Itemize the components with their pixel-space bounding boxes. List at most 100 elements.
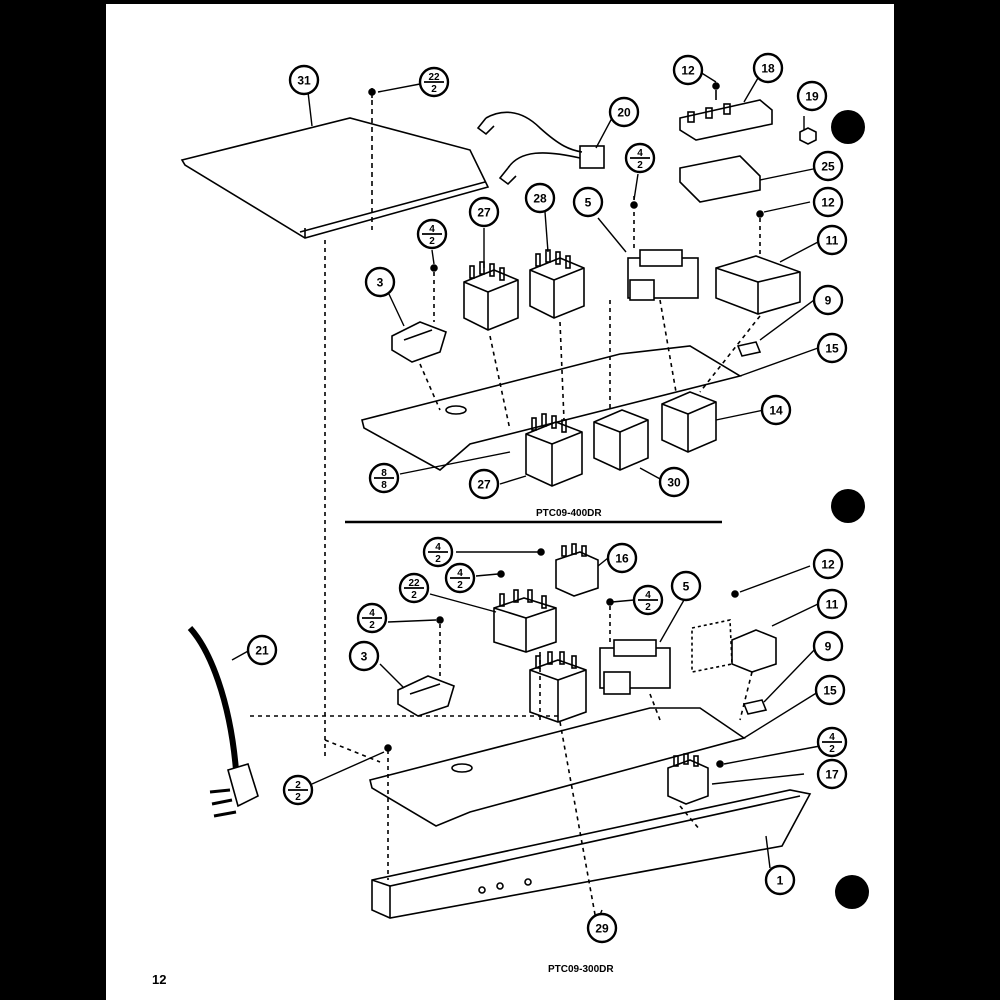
transformer-lower: [599, 639, 671, 695]
callout-c19-circle: [796, 80, 828, 112]
control-plate-upper: [361, 345, 743, 471]
callout-c15a-number: 15: [825, 342, 839, 356]
callout-c4d_bot-number: 2: [457, 580, 463, 591]
callout-c22a_bot-number: 2: [431, 84, 437, 95]
callout-c12c-circle: [812, 548, 844, 580]
callout-c4f_top-number: 4: [645, 590, 651, 601]
callout-c1-number: 1: [777, 874, 784, 888]
binder-hole-mark: [831, 110, 865, 144]
power-cord: [187, 625, 259, 818]
callout-c12b-number: 12: [821, 196, 835, 210]
callout-c15b-number: 15: [823, 684, 837, 698]
callout-c17-circle: [816, 758, 848, 790]
callout-c3a-circle: [364, 266, 396, 298]
callout-c4b_bot-number: 2: [429, 236, 435, 247]
callout-c20-number: 20: [617, 106, 631, 120]
callout-c21-circle: [246, 634, 278, 666]
callout-c5b-number: 5: [683, 580, 690, 594]
capacitor-box-lower: [691, 619, 777, 673]
callout-c2_top-number: 2: [295, 780, 301, 791]
callout-leaders: [231, 71, 821, 921]
callout-c11b-circle: [816, 588, 848, 620]
lower-model-label: PTC09-300DR: [548, 964, 614, 975]
callout-c5a-number: 5: [585, 196, 592, 210]
callout-c22b_top-number: 22: [408, 578, 420, 589]
callout-c25-number: 25: [821, 160, 835, 174]
callout-c11a-number: 11: [826, 234, 839, 248]
assembly-guide-lines-upper: [324, 240, 761, 760]
relay-27-lower: [525, 413, 583, 487]
binder-hole-mark: [835, 875, 869, 909]
callout-c31-circle: [288, 64, 320, 96]
wire-harness-connector: [476, 111, 605, 186]
relay-14: [661, 391, 717, 453]
callout-c3b-number: 3: [361, 650, 368, 664]
callout-c29-circle: [586, 912, 618, 944]
callout-c9b-circle: [812, 630, 844, 662]
front-base-panel: [371, 789, 812, 919]
relay-27-upper: [463, 261, 519, 331]
callout-c16-circle: [606, 542, 638, 574]
relay-22-lower: [493, 589, 557, 653]
callout-c17-number: 17: [825, 768, 839, 782]
small-knob: [799, 127, 817, 145]
callout-c4g_bot-number: 2: [829, 744, 835, 755]
callout-c4e_bot-number: 2: [369, 620, 375, 631]
callout-c4d_top-number: 4: [457, 568, 463, 579]
callout-c4a_top-number: 4: [637, 148, 643, 159]
callout-c9a-number: 9: [825, 294, 832, 308]
relay-30: [593, 409, 649, 471]
callout-c20-circle: [608, 96, 640, 128]
callout-c3b-circle: [348, 640, 380, 672]
control-plate-lower: [369, 707, 746, 827]
callout-c18-number: 18: [761, 62, 775, 76]
callout-c27a-circle: [468, 196, 500, 228]
callout-c4g_top-number: 4: [829, 732, 835, 743]
capacitor-box-upper: [715, 255, 801, 315]
thermostat-upper: [391, 321, 447, 363]
callout-c30-number: 30: [667, 476, 681, 490]
callout-c18-circle: [752, 52, 784, 84]
callout-c4c_bot-number: 2: [435, 554, 441, 565]
callout-c12a-circle: [672, 54, 704, 86]
terminal-block: [679, 99, 773, 141]
callout-c2_bot-number: 2: [295, 792, 301, 803]
callout-c21-number: 21: [255, 644, 269, 658]
transformer-upper: [627, 249, 699, 301]
callout-c31-number: 31: [297, 74, 311, 88]
relay-16: [555, 543, 599, 597]
callout-c30-circle: [658, 466, 690, 498]
callout-c4c_top-number: 4: [435, 542, 441, 553]
callout-c25-circle: [812, 150, 844, 182]
callout-c22b_bot-number: 2: [411, 590, 417, 601]
callout-c8_bot-number: 8: [381, 480, 387, 491]
callout-c4f_bot-number: 2: [645, 602, 651, 613]
callout-c29-number: 29: [595, 922, 609, 936]
callout-c4a_bot-number: 2: [637, 160, 643, 171]
callout-c14-number: 14: [769, 404, 783, 418]
callout-c27a-number: 27: [477, 206, 491, 220]
callout-c12a-number: 12: [681, 64, 695, 78]
callout-c16-number: 16: [615, 552, 629, 566]
callout-c12b-circle: [812, 186, 844, 218]
callout-c5a-circle: [572, 186, 604, 218]
callout-c11b-number: 11: [826, 598, 839, 612]
clip-upper: [736, 341, 762, 357]
callout-c3a-number: 3: [377, 276, 384, 290]
thermostat-lower: [397, 675, 455, 717]
page-number: 12: [152, 972, 166, 987]
callout-c28-number: 28: [533, 192, 547, 206]
callout-c19-number: 19: [805, 90, 819, 104]
callout-c15a-circle: [816, 332, 848, 364]
clip-lower: [742, 699, 768, 715]
callout-c4e_top-number: 4: [369, 608, 375, 619]
mounting-bracket: [679, 155, 761, 203]
relay-29: [529, 651, 587, 723]
assembly-guide-lines-lower: [250, 652, 753, 921]
callout-c12c-number: 12: [821, 558, 835, 572]
relay-17: [667, 753, 709, 805]
callout-c11a-circle: [816, 224, 848, 256]
callout-c9a-circle: [812, 284, 844, 316]
callout-c9b-number: 9: [825, 640, 832, 654]
